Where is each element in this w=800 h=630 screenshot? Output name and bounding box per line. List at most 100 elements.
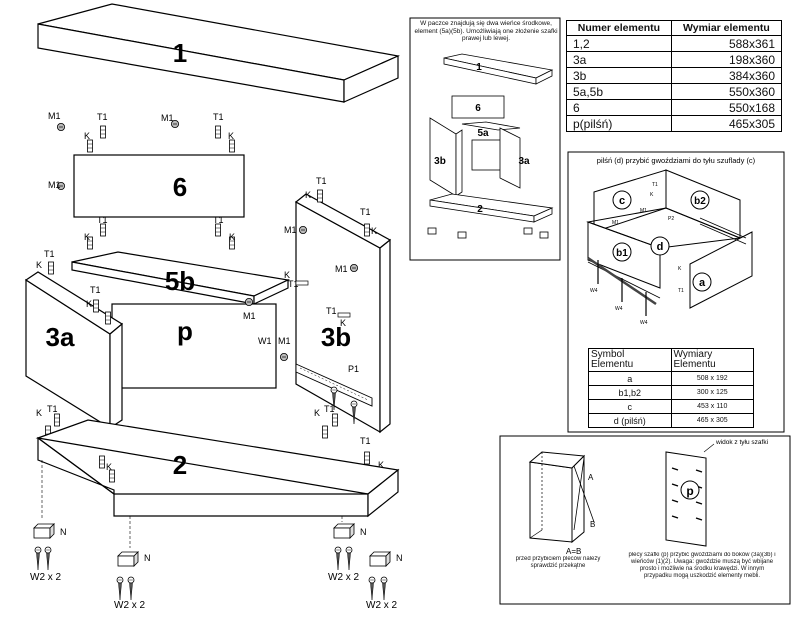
svg-text:3a: 3a (518, 156, 530, 167)
panel-2-label: 2 (173, 450, 187, 480)
panel-p: p (111, 303, 277, 389)
panel-1-label: 1 (173, 38, 187, 68)
svg-text:2: 2 (477, 204, 483, 215)
svg-text:N: N (144, 553, 151, 563)
svg-text:T1: T1 (213, 112, 224, 122)
svg-text:M1: M1 (278, 336, 291, 346)
svg-text:1: 1 (476, 62, 482, 73)
svg-text:T1: T1 (97, 112, 108, 122)
drawer-caption: pilśń (d) przybić gwoździami do tyłu szu… (597, 156, 756, 165)
svg-text:K: K (650, 192, 654, 198)
cabinet-diagonal-check (528, 451, 595, 544)
back-panel-caption: plecy szafki (p) przybić gwoździami do b… (628, 552, 776, 579)
panel-3a: 3a (24, 271, 124, 430)
svg-text:K: K (36, 260, 42, 270)
svg-text:6: 6 (475, 103, 481, 114)
svg-text:A=B: A=B (566, 547, 581, 556)
mini-exploded-view (427, 53, 554, 239)
svg-text:K: K (86, 299, 92, 309)
svg-text:K: K (305, 190, 311, 200)
svg-text:a: a (699, 277, 706, 289)
svg-text:K: K (378, 460, 384, 470)
svg-text:T1: T1 (47, 404, 58, 414)
svg-text:M1: M1 (612, 220, 619, 226)
svg-text:K: K (314, 408, 320, 418)
svg-text:c: c (619, 195, 625, 207)
svg-text:5a: 5a (477, 128, 489, 139)
back-view-label: widok z tyłu szafki (715, 439, 768, 446)
panel-6: 6 (73, 154, 245, 218)
svg-text:W4: W4 (640, 320, 648, 326)
svg-text:K: K (340, 318, 346, 328)
svg-text:W4: W4 (615, 306, 623, 312)
svg-text:M1: M1 (48, 180, 61, 190)
panel-1: 1 (37, 3, 401, 103)
svg-text:M1: M1 (243, 311, 256, 321)
panel-2: 2 (35, 419, 400, 518)
svg-text:M1: M1 (335, 264, 348, 274)
svg-text:T1: T1 (324, 404, 335, 414)
svg-text:K: K (371, 226, 377, 236)
panel-5b-label: 5b (165, 266, 195, 296)
svg-text:K: K (284, 270, 290, 280)
svg-text:b1: b1 (616, 248, 628, 259)
panel-3b-label: 3b (321, 322, 351, 352)
svg-text:M1: M1 (284, 225, 297, 235)
svg-text:W2 x 2: W2 x 2 (328, 572, 360, 583)
svg-text:W4: W4 (590, 288, 598, 294)
svg-text:3b: 3b (434, 156, 446, 167)
svg-text:P2: P2 (668, 216, 674, 222)
table-row: d (pilśń)465 x 305 (588, 413, 754, 428)
symbol-header-size: Wymiary Elementu (670, 348, 754, 372)
panel-6-label: 6 (173, 172, 187, 202)
svg-text:T1: T1 (44, 249, 55, 259)
svg-text:T1: T1 (652, 182, 658, 188)
panel-3a-label: 3a (46, 322, 75, 352)
svg-text:T1: T1 (360, 207, 371, 217)
svg-text:K: K (106, 462, 112, 472)
svg-text:P1: P1 (348, 364, 359, 374)
svg-text:K: K (678, 266, 682, 272)
dimensions-header-size: Wymiar elementu (670, 20, 783, 36)
svg-text:T1: T1 (97, 215, 108, 225)
svg-text:T1: T1 (326, 306, 337, 316)
note-box-text: W paczce znajdują się dwa wieńce środkow… (414, 20, 558, 42)
drawer-drawing (586, 169, 753, 309)
svg-text:d: d (657, 241, 664, 253)
panel-p-label: p (177, 316, 193, 346)
table-row: p(pilśń)465x305 (566, 115, 783, 132)
svg-text:T1: T1 (90, 285, 101, 295)
svg-text:A: A (588, 473, 594, 482)
svg-text:N: N (396, 553, 403, 563)
back-view-drawing (665, 443, 715, 547)
svg-text:T1: T1 (213, 215, 224, 225)
svg-text:T1: T1 (678, 288, 684, 294)
symbol-header-element: Symbol Elementu (588, 348, 672, 372)
svg-text:M1: M1 (48, 111, 61, 121)
svg-text:K: K (84, 131, 90, 141)
svg-text:W2 x 2: W2 x 2 (114, 600, 146, 611)
svg-text:B: B (590, 520, 595, 529)
svg-text:N: N (60, 527, 67, 537)
svg-text:p: p (686, 484, 693, 498)
svg-text:T1: T1 (288, 279, 299, 289)
svg-text:M1: M1 (161, 113, 174, 123)
svg-text:K: K (228, 131, 234, 141)
svg-text:W1: W1 (258, 336, 272, 346)
svg-text:K: K (229, 232, 235, 242)
svg-text:K: K (36, 408, 42, 418)
svg-text:K: K (84, 232, 90, 242)
svg-text:b2: b2 (694, 196, 706, 207)
svg-text:N: N (360, 527, 367, 537)
